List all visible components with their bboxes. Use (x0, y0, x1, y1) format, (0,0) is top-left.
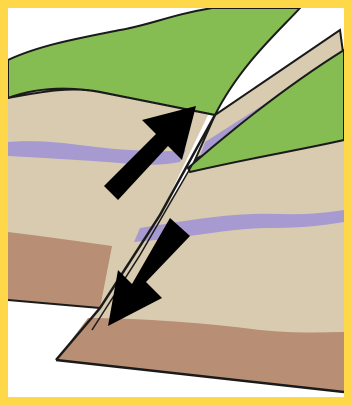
frame-right (344, 0, 352, 405)
frame-top (0, 0, 352, 8)
frame-bottom (0, 397, 352, 405)
frame-left (0, 0, 8, 405)
